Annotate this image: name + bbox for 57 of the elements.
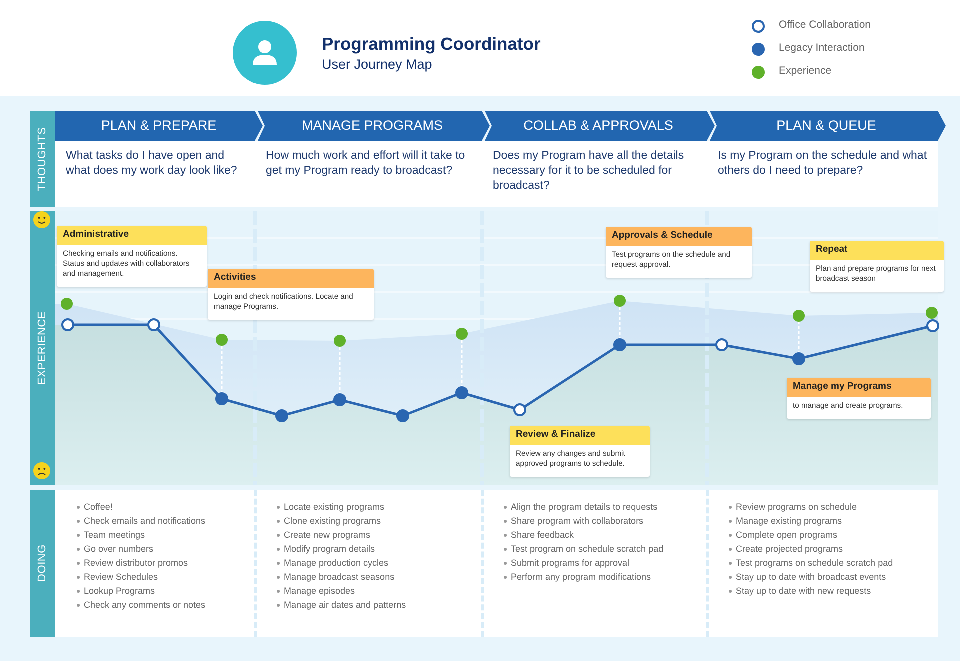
activity-item: Locate existing programs bbox=[284, 501, 385, 514]
thought-text: How much work and effort will it take to get my Program ready to broadcast? bbox=[266, 149, 466, 179]
row-header: DOING bbox=[30, 490, 55, 637]
activity-item: Stay up to date with broadcast events bbox=[736, 571, 886, 584]
subtitle: User Journey Map bbox=[322, 56, 432, 74]
activity-item: Clone existing programs bbox=[284, 515, 382, 528]
activity-item: Manage existing programs bbox=[736, 515, 842, 528]
activity-item: Team meetings bbox=[84, 529, 146, 542]
activity-item: Review distributor promos bbox=[84, 557, 188, 570]
card-heading: Repeat bbox=[810, 241, 944, 260]
activity-item: Submit programs for approval bbox=[511, 557, 630, 570]
activity-item: Review programs on schedule bbox=[736, 501, 858, 514]
thought-text: Does my Program have all the details necessary for it to be scheduled for broadcast? bbox=[493, 149, 686, 194]
activity-item: Manage production cycles bbox=[284, 557, 389, 570]
activity-item: Stay up to date with new requests bbox=[736, 585, 872, 598]
callout-card bbox=[787, 378, 931, 419]
thought-text: What tasks do I have open and what does my work day look like? bbox=[66, 149, 238, 179]
activity-item: Manage episodes bbox=[284, 585, 356, 598]
callout-card bbox=[510, 426, 650, 477]
card-heading: Review & Finalize bbox=[510, 426, 650, 445]
activity-item: Test programs on schedule scratch pad bbox=[736, 557, 894, 570]
activity-item: Share program with collaborators bbox=[511, 515, 644, 528]
callout-card bbox=[57, 226, 207, 287]
phase-banner: PLAN & PREPARE bbox=[55, 111, 263, 141]
activity-item: Manage air dates and patterns bbox=[284, 599, 406, 612]
activity-item: Go over numbers bbox=[84, 543, 154, 556]
activity-item: Coffee! bbox=[84, 501, 113, 514]
activity-item: Perform any program modifications bbox=[511, 571, 652, 584]
row-header: THOUGHTS bbox=[30, 111, 55, 207]
activity-item: Test program on schedule scratch pad bbox=[511, 543, 664, 556]
activity-item: Review Schedules bbox=[84, 571, 158, 584]
activity-item: Modify program details bbox=[284, 543, 376, 556]
callout-card bbox=[208, 269, 374, 320]
activity-item: Share feedback bbox=[511, 529, 574, 542]
legend-text: Experience bbox=[779, 64, 832, 80]
activity-item: Align the program details to requests bbox=[511, 501, 658, 514]
thought-text: Is my Program on the schedule and what others do I need to prepare? bbox=[718, 149, 928, 179]
activity-item: Create projected programs bbox=[736, 543, 844, 556]
callout-card bbox=[606, 227, 752, 278]
card-heading: Activities bbox=[208, 269, 374, 288]
activity-item: Manage broadcast seasons bbox=[284, 571, 395, 584]
activity-item: Lookup Programs bbox=[84, 585, 156, 598]
legend-text: Legacy Interaction bbox=[779, 41, 865, 56]
activity-item: Complete open programs bbox=[736, 529, 838, 542]
phase-banner: PLAN & QUEUE bbox=[707, 111, 946, 141]
title: Programming Coordinator bbox=[322, 33, 541, 56]
callout-card bbox=[810, 241, 944, 292]
legend-text: Office Collaboration bbox=[779, 18, 872, 34]
activity-item: Create new programs bbox=[284, 529, 371, 542]
card-heading: Administrative bbox=[57, 226, 207, 245]
card-heading: Approvals & Schedule bbox=[606, 227, 752, 246]
card-heading: Manage my Programs bbox=[787, 378, 931, 397]
activity-item: Check emails and notifications bbox=[84, 515, 206, 528]
phase-banner: COLLAB & APPROVALS bbox=[482, 111, 715, 141]
activity-item: Check any comments or notes bbox=[84, 599, 206, 612]
phase-banner: MANAGE PROGRAMS bbox=[255, 111, 490, 141]
row-header: EXPERIENCE bbox=[30, 211, 55, 485]
